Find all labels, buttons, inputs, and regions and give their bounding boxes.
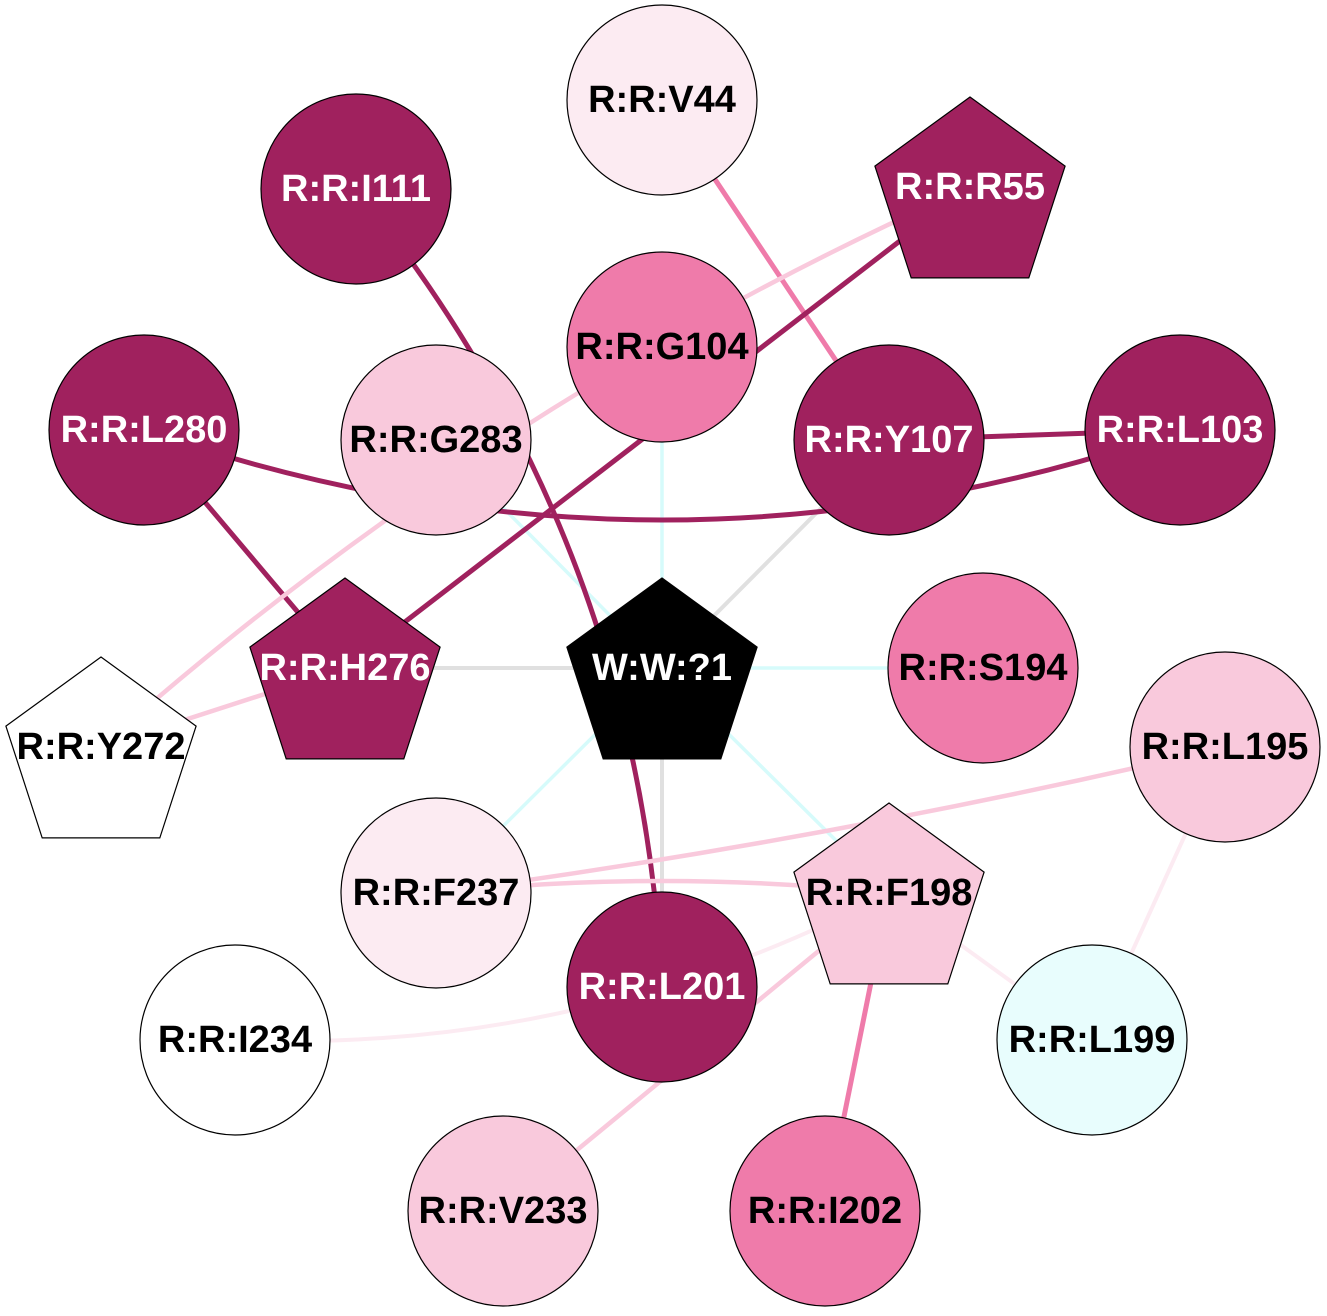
node-label: R:R:I202 bbox=[748, 1190, 902, 1232]
node-l199[interactable]: R:R:L199 bbox=[996, 944, 1188, 1136]
node-circle bbox=[139, 944, 331, 1136]
node-i202[interactable]: R:R:I202 bbox=[729, 1115, 921, 1307]
node-f237[interactable]: R:R:F237 bbox=[340, 797, 532, 989]
node-label: R:R:V44 bbox=[588, 79, 736, 121]
node-l201[interactable]: R:R:L201 bbox=[566, 891, 758, 1083]
node-g104[interactable]: R:R:G104 bbox=[566, 251, 758, 443]
node-label: R:R:F237 bbox=[353, 872, 520, 914]
node-h276[interactable]: R:R:H276 bbox=[249, 577, 441, 760]
node-circle bbox=[407, 1115, 599, 1307]
node-circle bbox=[566, 4, 758, 196]
node-label: R:R:S194 bbox=[899, 647, 1068, 689]
edge-i234-f198 bbox=[233, 891, 891, 1044]
node-label: R:R:F198 bbox=[806, 872, 973, 914]
node-label: R:R:Y272 bbox=[17, 726, 186, 768]
node-circle bbox=[566, 891, 758, 1083]
node-pentagon bbox=[5, 656, 197, 839]
edge-l280-l103 bbox=[141, 427, 1183, 523]
node-circle bbox=[260, 93, 452, 285]
node-label: R:R:H276 bbox=[259, 647, 430, 689]
node-circle bbox=[48, 334, 240, 526]
node-label: R:R:I111 bbox=[281, 168, 431, 210]
node-label: R:R:L199 bbox=[1009, 1019, 1176, 1061]
node-label: R:R:I234 bbox=[158, 1019, 312, 1061]
node-label: R:R:V233 bbox=[419, 1190, 588, 1232]
node-circle bbox=[340, 797, 532, 989]
node-circle bbox=[1129, 651, 1321, 843]
node-f198[interactable]: R:R:F198 bbox=[793, 802, 985, 985]
node-circle bbox=[340, 344, 532, 536]
node-label: R:R:G104 bbox=[575, 326, 748, 368]
node-r55[interactable]: R:R:R55 bbox=[874, 96, 1066, 279]
node-pentagon bbox=[874, 96, 1066, 279]
node-pentagon bbox=[566, 577, 758, 760]
node-l195[interactable]: R:R:L195 bbox=[1129, 651, 1321, 843]
node-y107[interactable]: R:R:Y107 bbox=[793, 344, 985, 536]
node-pentagon bbox=[249, 577, 441, 760]
node-w1[interactable]: W:W:?1 bbox=[566, 577, 758, 760]
node-circle bbox=[729, 1115, 921, 1307]
node-circle bbox=[793, 344, 985, 536]
node-circle bbox=[566, 251, 758, 443]
node-i234[interactable]: R:R:I234 bbox=[139, 944, 331, 1136]
node-v44[interactable]: R:R:V44 bbox=[566, 4, 758, 196]
node-label: W:W:?1 bbox=[592, 647, 732, 689]
node-g283[interactable]: R:R:G283 bbox=[340, 344, 532, 536]
node-label: R:R:L201 bbox=[579, 966, 746, 1008]
node-l280[interactable]: R:R:L280 bbox=[48, 334, 240, 526]
node-label: R:R:G283 bbox=[349, 419, 522, 461]
edge-f237-l195 bbox=[433, 744, 1228, 896]
node-i111[interactable]: R:R:I111 bbox=[260, 93, 452, 285]
node-y272[interactable]: R:R:Y272 bbox=[5, 656, 197, 839]
node-v233[interactable]: R:R:V233 bbox=[407, 1115, 599, 1307]
node-s194[interactable]: R:R:S194 bbox=[887, 572, 1079, 764]
node-label: R:R:Y107 bbox=[805, 419, 974, 461]
node-pentagon bbox=[793, 802, 985, 985]
node-label: R:R:L280 bbox=[61, 409, 228, 451]
node-circle bbox=[1084, 334, 1276, 526]
node-label: R:R:L195 bbox=[1142, 726, 1309, 768]
node-l103[interactable]: R:R:L103 bbox=[1084, 334, 1276, 526]
node-label: R:R:R55 bbox=[895, 166, 1045, 208]
node-circle bbox=[887, 572, 1079, 764]
node-circle bbox=[996, 944, 1188, 1136]
node-label: R:R:L103 bbox=[1097, 409, 1264, 451]
